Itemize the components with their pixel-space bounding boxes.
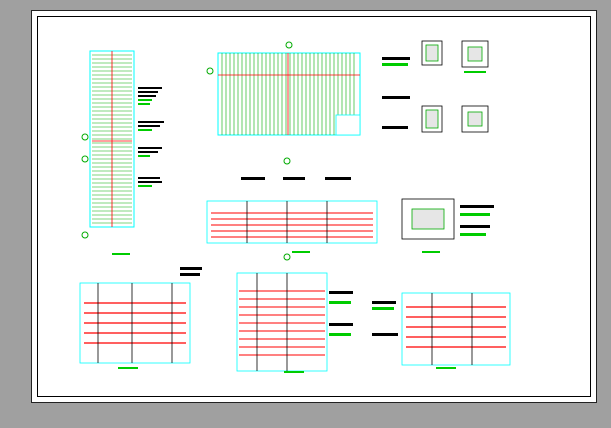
plan-top-center <box>206 41 361 136</box>
detail-mid-right-a <box>382 96 443 133</box>
detail-mid-right-b <box>461 105 489 133</box>
detail-top-right-a <box>382 40 443 66</box>
drawing-sheet[interactable] <box>31 10 597 403</box>
detail-top-right-b <box>461 40 489 73</box>
elevation-bottom-left <box>79 267 202 364</box>
elevation-bottom-right <box>372 292 511 366</box>
view-labels <box>112 251 456 373</box>
drawing-canvas[interactable] <box>32 11 598 404</box>
elevation-bottom-center <box>236 272 353 372</box>
sheet-border <box>37 16 591 397</box>
elevation-center <box>206 157 378 261</box>
section-right-small <box>401 198 494 240</box>
plan-tall-left <box>81 50 164 239</box>
